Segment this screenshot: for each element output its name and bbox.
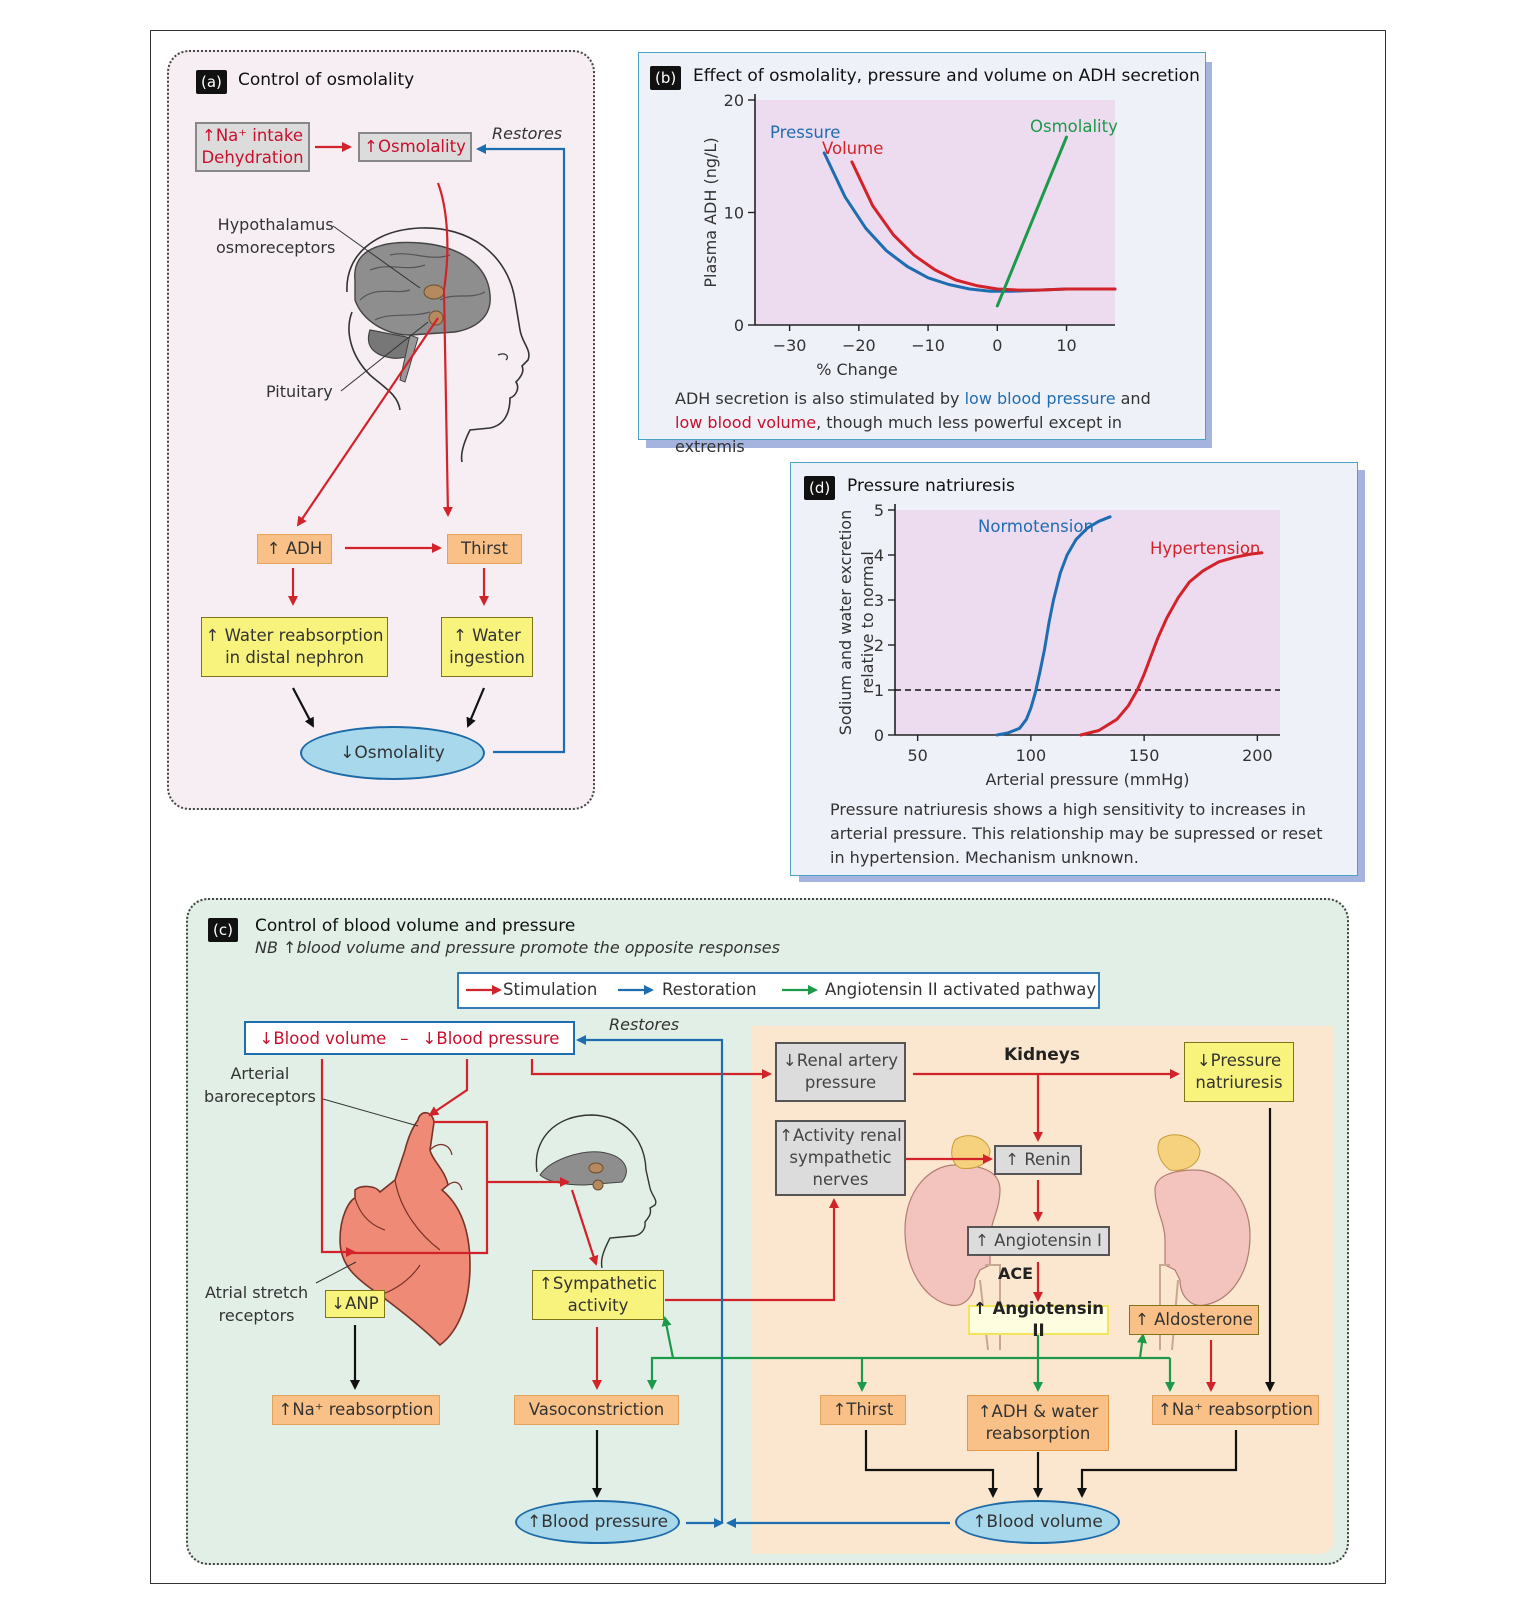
head-illustration-small <box>535 1114 657 1269</box>
thirst-box-c: ↑Thirst <box>820 1395 906 1425</box>
series-label-osmolality: Osmolality <box>1030 117 1118 136</box>
caption-low-bp: low blood pressure <box>964 389 1116 408</box>
x-tick-label: 10 <box>1056 336 1076 355</box>
plot-area <box>895 510 1280 735</box>
osmolality-decrease-ellipse: ↓Osmolality <box>300 726 485 780</box>
water-reabsorption-box: ↑ Water reabsorption in distal nephron <box>201 617 388 677</box>
legend-stimulation: Stimulation <box>503 980 598 999</box>
x-tick-label: 150 <box>1129 746 1160 765</box>
panel-a-osmolality <box>167 50 595 810</box>
series-line-volume <box>850 160 1117 292</box>
legend-angiotensin: Angiotensin II activated pathway <box>825 980 1097 999</box>
renal-artery-pressure-box: ↓Renal artery pressure <box>775 1042 906 1102</box>
blood-pressure-increase-ellipse: ↑Blood pressure <box>515 1500 680 1544</box>
series-label-hypertension: Hypertension <box>1150 539 1260 558</box>
blood-volume-pressure-box: ↓Blood volume – ↓Blood pressure <box>244 1021 575 1055</box>
panel-c-tag: (c) <box>208 918 238 942</box>
y-tick-label: 10 <box>724 204 744 223</box>
caption-b-text-2: and <box>1115 389 1151 408</box>
panel-b-tag: (b) <box>650 66 682 90</box>
y-tick-label: 1 <box>874 681 884 700</box>
x-tick-label: 200 <box>1242 746 1273 765</box>
panel-a-tag: (a) <box>196 70 227 94</box>
y-tick-label: 20 <box>724 91 744 110</box>
series-label-volume: Volume <box>822 139 883 158</box>
x-axis-label: % Change <box>816 360 898 379</box>
panel-d-tag: (d) <box>804 476 836 500</box>
y-tick-label: 3 <box>874 591 884 610</box>
x-tick-label: 50 <box>907 746 927 765</box>
na-reabsorption-left-box: ↑Na⁺ reabsorption <box>272 1395 440 1425</box>
kidney-illustration <box>904 1134 1251 1351</box>
blood-dash: – <box>400 1028 409 1048</box>
blood-volume-decrease: ↓Blood volume <box>259 1028 387 1048</box>
panel-b-title: Effect of osmolality, pressure and volum… <box>693 66 1200 86</box>
series-line-hypertension <box>1079 551 1264 737</box>
x-tick-label: 100 <box>1016 746 1047 765</box>
x-tick-label: 0 <box>992 336 1002 355</box>
series-label-pressure: Pressure <box>770 123 840 142</box>
na-reabsorption-right-box: ↑Na⁺ reabsorption <box>1152 1395 1319 1425</box>
adh-water-reabsorption-box: ↑ADH & water reabsorption <box>967 1395 1109 1451</box>
caption-low-bv: low blood volume <box>675 413 817 432</box>
atrial-stretch-label: Atrial stretch receptors <box>205 1283 309 1325</box>
x-axis-label: Arterial pressure (mmHg) <box>985 770 1189 789</box>
sympathetic-activity-box: ↑Sympathetic activity <box>532 1270 664 1320</box>
panel-d-title: Pressure natriuresis <box>847 476 1015 496</box>
na-intake-dehydration-box: ↑Na⁺ intake Dehydration <box>195 122 310 172</box>
angiotensin-ii-box: ↑ Angiotensin II <box>968 1299 1109 1340</box>
y-tick-label: 4 <box>874 546 884 565</box>
renin-box: ↑ Renin <box>994 1145 1082 1175</box>
restores-label-c: Restores <box>609 1015 680 1034</box>
pituitary-label: Pituitary <box>266 382 333 401</box>
angiotensin-i-box: ↑ Angiotensin I <box>967 1226 1110 1256</box>
water-ingestion-box: ↑ Water ingestion <box>441 617 533 677</box>
plot-area <box>755 100 1115 325</box>
blood-volume-increase-ellipse: ↑Blood volume <box>955 1500 1120 1544</box>
ace-label: ACE <box>998 1264 1034 1283</box>
x-tick-label: −10 <box>911 336 945 355</box>
aldosterone-box: ↑ Aldosterone <box>1129 1305 1259 1335</box>
y-axis-label: Plasma ADH (ng/L) <box>701 137 720 287</box>
panel-b-caption: ADH secretion is also stimulated by low … <box>675 387 1195 459</box>
x-tick-label: −30 <box>773 336 807 355</box>
panel-c-subtitle: NB ↑blood volume and pressure promote th… <box>255 938 780 957</box>
y-tick-label: 2 <box>874 636 884 655</box>
hypothalamus-label: Hypothalamus osmoreceptors <box>216 215 336 257</box>
y-axis-label: relative to normal <box>858 551 877 694</box>
y-tick-label: 0 <box>734 316 744 335</box>
series-line-normotension <box>995 515 1112 737</box>
vasoconstriction-box: Vasoconstriction <box>514 1395 679 1425</box>
legend-restoration: Restoration <box>662 980 757 999</box>
y-axis-label: Sodium and water excretion <box>836 510 855 735</box>
panel-a-title: Control of osmolality <box>238 70 415 90</box>
osmolality-increase-box: ↑Osmolality <box>358 132 472 162</box>
legend-box <box>457 972 1100 1009</box>
series-line-osmolality <box>995 135 1068 308</box>
heart-illustration <box>339 1111 471 1347</box>
x-tick-label: −20 <box>842 336 876 355</box>
anp-box: ↓ANP <box>325 1290 385 1318</box>
blood-pressure-decrease: ↓Blood pressure <box>422 1028 560 1048</box>
pressure-natriuresis-box: ↓Pressure natriuresis <box>1184 1042 1294 1102</box>
y-tick-label: 5 <box>874 501 884 520</box>
restores-label-a: Restores <box>492 124 563 143</box>
adh-increase-box: ↑ ADH <box>257 534 332 564</box>
kidneys-label: Kidneys <box>1004 1045 1081 1065</box>
series-label-normotension: Normotension <box>978 517 1094 536</box>
arterial-baroreceptors-label: Arterial baroreceptors <box>204 1064 316 1106</box>
renal-sympathetic-box: ↑Activity renal sympathetic nerves <box>775 1120 906 1196</box>
thirst-box-a: Thirst <box>447 534 522 564</box>
panel-d-caption: Pressure natriuresis shows a high sensit… <box>830 800 1323 867</box>
caption-b-text-3: , though much less powerful except in ex… <box>675 413 1123 456</box>
panel-c-title: Control of blood volume and pressure <box>255 916 576 936</box>
y-tick-label: 0 <box>874 726 884 745</box>
caption-b-text-1: ADH secretion is also stimulated by <box>675 389 965 408</box>
